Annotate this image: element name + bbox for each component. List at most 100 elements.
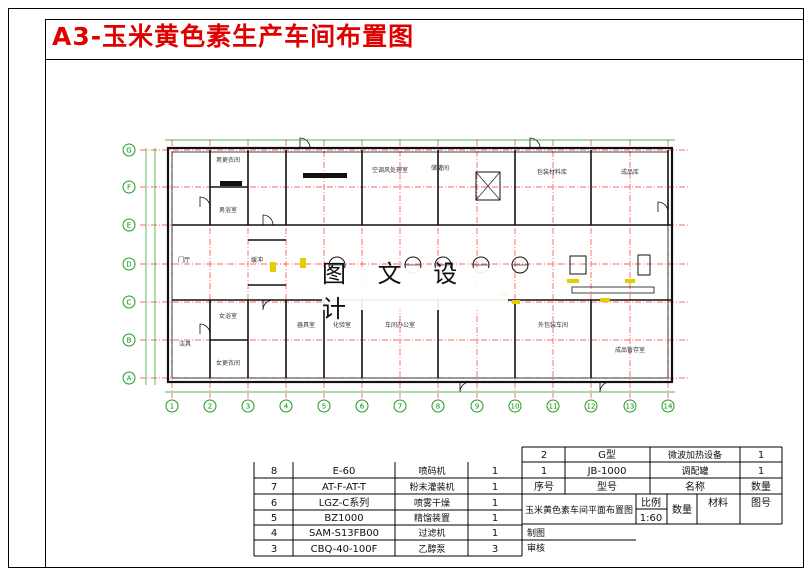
axis-bubble-11	[546, 399, 560, 413]
outer-wall-inner	[171, 151, 669, 379]
axis-label-D: D	[126, 261, 131, 269]
room-label-r15: 门厅	[178, 256, 190, 264]
axis-label-13: 13	[626, 403, 635, 411]
axis-label-14: 14	[664, 403, 673, 411]
tb-count-label: 数量	[672, 503, 692, 516]
axis-bubble-6	[355, 399, 369, 413]
axis-bubble-2	[203, 399, 217, 413]
room-label-r7: 女浴室	[219, 312, 237, 320]
tb-part-name: 乙醇泵	[418, 543, 445, 555]
tb-part-name: 喷雾干燥	[414, 498, 450, 509]
axis-label-11: 11	[549, 403, 558, 411]
axis-bubble-A	[122, 371, 136, 385]
room-label-r4: 储罐间	[431, 164, 449, 172]
tb-part-qty: 1	[492, 498, 498, 509]
axis-bubble-F	[122, 180, 136, 194]
tb-part-code: AT-F-AT-T	[322, 482, 367, 493]
duct-bar	[303, 173, 347, 178]
tb-part-name: 粉末灌装机	[409, 481, 454, 493]
axis-label-C: C	[127, 299, 132, 307]
door-swing	[657, 201, 669, 213]
dryer-box	[569, 255, 587, 275]
axis-bubble-10	[508, 399, 522, 413]
room-label-r12: 外包装车间	[538, 321, 568, 329]
tb-upper-no: 1	[541, 466, 547, 477]
axis-bubble-8	[431, 399, 445, 413]
walls	[166, 146, 674, 384]
axis-label-8: 8	[436, 403, 440, 411]
axis-bubble-1	[165, 399, 179, 413]
axis-bubble-C	[122, 295, 136, 309]
axis-bubble-4	[279, 399, 293, 413]
tb-part-code: SAM-S13FB00	[309, 528, 379, 539]
room-label-r8: 女更衣间	[216, 359, 240, 367]
axis-label-2: 2	[208, 403, 212, 411]
tb-upper-name: 调配罐	[681, 465, 708, 477]
axis-bubble-3	[241, 399, 255, 413]
axis-bubble-5	[317, 399, 331, 413]
room-label-r9: 器具室	[297, 321, 315, 329]
tb-part-no: 6	[271, 498, 277, 509]
axis-label-4: 4	[284, 403, 289, 411]
tb-material-label: 材料	[708, 496, 728, 509]
axis-label-5: 5	[322, 403, 326, 411]
dimension-lines	[145, 139, 675, 393]
axis-label-F: F	[127, 184, 131, 192]
room-label-r3: 空调风处理室	[372, 166, 408, 174]
axis-bubble-B	[122, 333, 136, 347]
tb-part-name: 过滤机	[418, 527, 445, 539]
axis-label-A: A	[127, 375, 132, 383]
yellow-unit	[600, 298, 610, 302]
door-swing	[459, 381, 471, 393]
tb-header-qty: 数量	[751, 480, 771, 493]
axis-bubble-14	[661, 399, 675, 413]
yellow-unit	[300, 258, 306, 268]
watermark: 图 文 设 计	[322, 260, 508, 323]
tb-part-no: 4	[271, 528, 277, 539]
door-swing	[599, 381, 611, 393]
tb-part-code: CBQ-40-100F	[311, 544, 378, 555]
conveyor	[571, 286, 655, 294]
axis-label-G: G	[126, 147, 131, 155]
axis-bubble-13	[623, 399, 637, 413]
locker-bar	[220, 181, 242, 186]
tb-part-no: 5	[271, 513, 277, 524]
yellow-unit	[512, 300, 520, 304]
axis-bubble-D	[122, 257, 136, 271]
tb-upper-no: 2	[541, 450, 547, 461]
room-label-r16: 洁具	[179, 340, 191, 348]
tb-part-no: 7	[271, 482, 277, 493]
tb-scale-label: 比例	[641, 496, 661, 509]
tb-upper-code: G型	[598, 448, 616, 461]
door-swing	[299, 137, 311, 149]
axis-bubble-7	[393, 399, 407, 413]
axis-label-6: 6	[360, 403, 365, 411]
axis-label-B: B	[127, 337, 132, 345]
door-swing	[262, 214, 274, 226]
axis-label-1: 1	[170, 403, 174, 411]
packer-box	[637, 254, 651, 276]
yellow-unit	[270, 262, 276, 272]
door-swing	[199, 323, 211, 335]
tb-upper-name: 微波加热设备	[668, 449, 722, 461]
tb-upper-qty: 1	[758, 450, 764, 461]
axis-label-12: 12	[587, 403, 596, 411]
axis-bubble-12	[584, 399, 598, 413]
filter-box	[475, 171, 501, 201]
tb-part-code: E-60	[333, 466, 356, 477]
tb-part-code: LGZ-C系列	[319, 496, 370, 509]
tb-checked-by-label: 审核	[527, 542, 545, 554]
yellow-unit	[625, 279, 635, 283]
door-swing	[529, 137, 541, 149]
axis-label-7: 7	[398, 403, 402, 411]
tb-part-name: 精馏装置	[414, 512, 450, 524]
axis-label-9: 9	[475, 403, 479, 411]
tb-upper-qty: 1	[758, 466, 764, 477]
axis-bubble-9	[470, 399, 484, 413]
tb-drawing-name: 玉米黄色素车间平面布置图	[525, 504, 633, 516]
outer-wall	[166, 146, 674, 384]
